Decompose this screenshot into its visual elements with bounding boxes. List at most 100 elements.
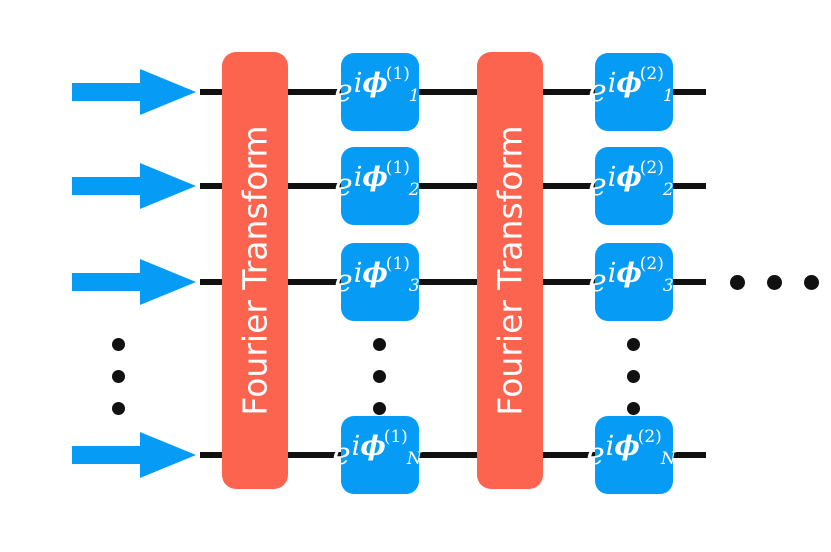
fourier-transform-block-2[interactable]: Fourier Transform	[477, 52, 543, 489]
layer2-ellipsis	[627, 338, 640, 415]
gate-i: i	[607, 161, 617, 193]
arrow-shaft	[72, 273, 142, 291]
ellipsis-dot	[730, 275, 745, 290]
gate-subscript: N	[660, 448, 676, 469]
gate-exponent: iϕ(2)3	[607, 255, 677, 294]
arrow-shaft	[72, 446, 142, 464]
gate-superscript: (2)	[639, 63, 664, 84]
gate-base: e	[588, 166, 607, 203]
gate-base: e	[334, 72, 353, 109]
arrow-head-icon	[140, 163, 196, 209]
ellipsis-dot	[767, 275, 782, 290]
gate-subscript: 2	[408, 179, 420, 200]
phase-gate-layer2-rowN[interactable]: eiϕ(2)N	[586, 416, 676, 494]
phase-gate-expression: eiϕ(2)N	[586, 428, 677, 472]
gate-base: e	[332, 435, 351, 472]
gate-phi: ϕ	[362, 161, 388, 193]
wire-row-1	[200, 89, 706, 95]
fourier-transform-label: Fourier Transform	[235, 125, 275, 416]
fourier-transform-block-1[interactable]: Fourier Transform	[222, 52, 288, 489]
phase-gate-expression: eiϕ(2)3	[588, 255, 675, 299]
gate-i: i	[607, 257, 617, 289]
gate-phi: ϕ	[616, 257, 642, 289]
gate-base: e	[588, 72, 607, 109]
gate-phi: ϕ	[616, 161, 642, 193]
gate-base: e	[334, 262, 353, 299]
gate-exponent: iϕ(1)2	[353, 159, 423, 198]
phase-gate-expression: eiϕ(1)N	[332, 428, 423, 472]
gate-base: e	[586, 435, 605, 472]
ellipsis-dot	[804, 275, 819, 290]
input-ellipsis	[112, 338, 125, 415]
phase-gate-expression: eiϕ(1)2	[334, 159, 421, 203]
phase-gate-layer2-row1[interactable]: eiϕ(2)1	[588, 53, 674, 131]
gate-superscript: (1)	[385, 157, 410, 178]
wire-row-2	[200, 183, 706, 189]
layer1-ellipsis	[373, 338, 386, 415]
gate-superscript: (2)	[639, 157, 664, 178]
phase-gate-layer1-row1[interactable]: eiϕ(1)1	[334, 53, 420, 131]
ellipsis-dot	[112, 370, 125, 383]
wire-row-3	[200, 279, 706, 285]
gate-subscript: 3	[662, 275, 674, 296]
phase-gate-layer2-row3[interactable]: eiϕ(2)3	[588, 243, 674, 321]
continuation-ellipsis	[730, 275, 819, 290]
ellipsis-dot	[373, 338, 386, 351]
gate-subscript: 1	[662, 85, 674, 106]
gate-subscript: N	[406, 448, 422, 469]
ellipsis-dot	[112, 402, 125, 415]
gate-phi: ϕ	[362, 67, 388, 99]
phase-gate-layer2-row2[interactable]: eiϕ(2)2	[588, 147, 674, 225]
phase-gate-expression: eiϕ(2)1	[588, 65, 675, 109]
gate-exponent: iϕ(1)N	[351, 428, 425, 467]
gate-exponent: iϕ(1)1	[353, 65, 423, 104]
gate-subscript: 2	[662, 179, 674, 200]
arrow-shaft	[72, 83, 142, 101]
gate-exponent: iϕ(2)N	[605, 428, 679, 467]
ellipsis-dot	[627, 370, 640, 383]
phase-gate-layer1-rowN[interactable]: eiϕ(1)N	[332, 416, 422, 494]
phase-gate-expression: eiϕ(1)3	[334, 255, 421, 299]
gate-base: e	[588, 262, 607, 299]
gate-i: i	[353, 67, 363, 99]
gate-phi: ϕ	[616, 67, 642, 99]
gate-i: i	[607, 67, 617, 99]
gate-phi: ϕ	[614, 430, 640, 462]
gate-phi: ϕ	[360, 430, 386, 462]
gate-subscript: 1	[408, 85, 420, 106]
ellipsis-dot	[627, 402, 640, 415]
phase-gate-expression: eiϕ(1)1	[334, 65, 421, 109]
gate-superscript: (2)	[637, 426, 662, 447]
ellipsis-dot	[627, 338, 640, 351]
gate-i: i	[605, 430, 615, 462]
ellipsis-dot	[112, 338, 125, 351]
gate-exponent: iϕ(2)2	[607, 159, 677, 198]
gate-subscript: 3	[408, 275, 420, 296]
gate-i: i	[353, 161, 363, 193]
gate-superscript: (1)	[385, 63, 410, 84]
gate-exponent: iϕ(2)1	[607, 65, 677, 104]
arrow-head-icon	[140, 432, 196, 478]
gate-i: i	[351, 430, 361, 462]
gate-superscript: (1)	[385, 253, 410, 274]
gate-superscript: (2)	[639, 253, 664, 274]
input-arrow-3	[72, 259, 196, 305]
phase-gate-expression: eiϕ(2)2	[588, 159, 675, 203]
input-arrow-1	[72, 69, 196, 115]
ellipsis-dot	[373, 370, 386, 383]
arrow-head-icon	[140, 259, 196, 305]
gate-base: e	[334, 166, 353, 203]
input-arrow-2	[72, 163, 196, 209]
ellipsis-dot	[373, 402, 386, 415]
gate-i: i	[353, 257, 363, 289]
fourier-transform-label: Fourier Transform	[490, 125, 530, 416]
arrow-shaft	[72, 177, 142, 195]
gate-exponent: iϕ(1)3	[353, 255, 423, 294]
input-arrow-N	[72, 432, 196, 478]
phase-gate-layer1-row3[interactable]: eiϕ(1)3	[334, 243, 420, 321]
gate-superscript: (1)	[383, 426, 408, 447]
phase-gate-layer1-row2[interactable]: eiϕ(1)2	[334, 147, 420, 225]
arrow-head-icon	[140, 69, 196, 115]
wire-row-N	[200, 452, 706, 458]
